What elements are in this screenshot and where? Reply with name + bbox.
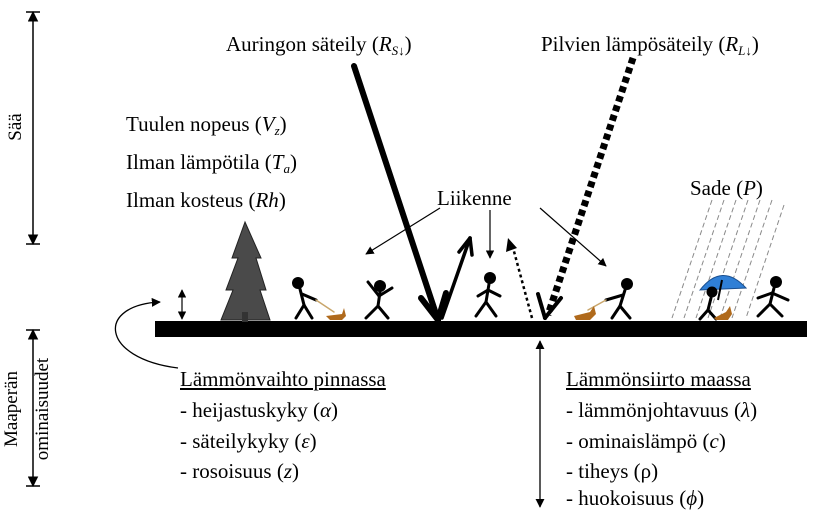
rain-streaks bbox=[672, 200, 784, 318]
ground-item-conductivity: - lämmönjohtavuus (λ) bbox=[566, 398, 757, 422]
rain-label: Sade (P) bbox=[690, 176, 763, 200]
surface-exchange-heading: Lämmönvaihto pinnassa bbox=[180, 367, 386, 391]
surface-item-albedo: - heijastuskyky (α) bbox=[180, 398, 338, 422]
wind-speed-label: Tuulen nopeus (Vz) bbox=[126, 112, 287, 136]
pedestrian-with-dog-1 bbox=[292, 277, 346, 320]
soil-axis-label-line2: ominaisuudet bbox=[32, 344, 54, 474]
reflected-radiation-arrow bbox=[442, 238, 472, 318]
ground-surface bbox=[155, 321, 807, 337]
ground-item-porosity: - huokoisuus (ϕ) bbox=[566, 486, 704, 510]
pedestrian-2 bbox=[366, 280, 392, 318]
ground-item-specific-heat: - ominaislämpö (c) bbox=[566, 429, 726, 453]
cloud-radiation-label: Pilvien lämpösäteily (RL↓) bbox=[541, 32, 759, 56]
traffic-label: Liikenne bbox=[437, 186, 512, 210]
surface-item-roughness: - rosoisuus (z) bbox=[180, 459, 299, 483]
air-humidity-label: Ilman kosteus (Rh) bbox=[126, 188, 286, 212]
emitted-radiation-arrow bbox=[506, 238, 532, 318]
soil-axis-label-line1: Maaperän bbox=[1, 354, 23, 464]
weather-axis-arrow bbox=[26, 12, 40, 244]
surface-item-emissivity: - säteilykyky (ε) bbox=[180, 429, 317, 453]
pedestrian-3 bbox=[476, 272, 500, 316]
tree-icon bbox=[221, 222, 270, 322]
ground-item-density: - tiheys (ρ) bbox=[566, 459, 658, 483]
cloud-radiation-arrow bbox=[538, 58, 633, 318]
pedestrian-with-umbrella bbox=[700, 275, 746, 320]
air-temperature-label: Ilman lämpötila (Ta) bbox=[126, 150, 297, 174]
pedestrian-with-dog-2 bbox=[574, 278, 633, 320]
weather-axis-label: Sää bbox=[5, 107, 27, 147]
pedestrian-running bbox=[758, 276, 788, 316]
ground-transfer-heading: Lämmönsiirto maassa bbox=[566, 367, 751, 391]
sun-radiation-label: Auringon säteily (RS↓) bbox=[226, 32, 412, 56]
